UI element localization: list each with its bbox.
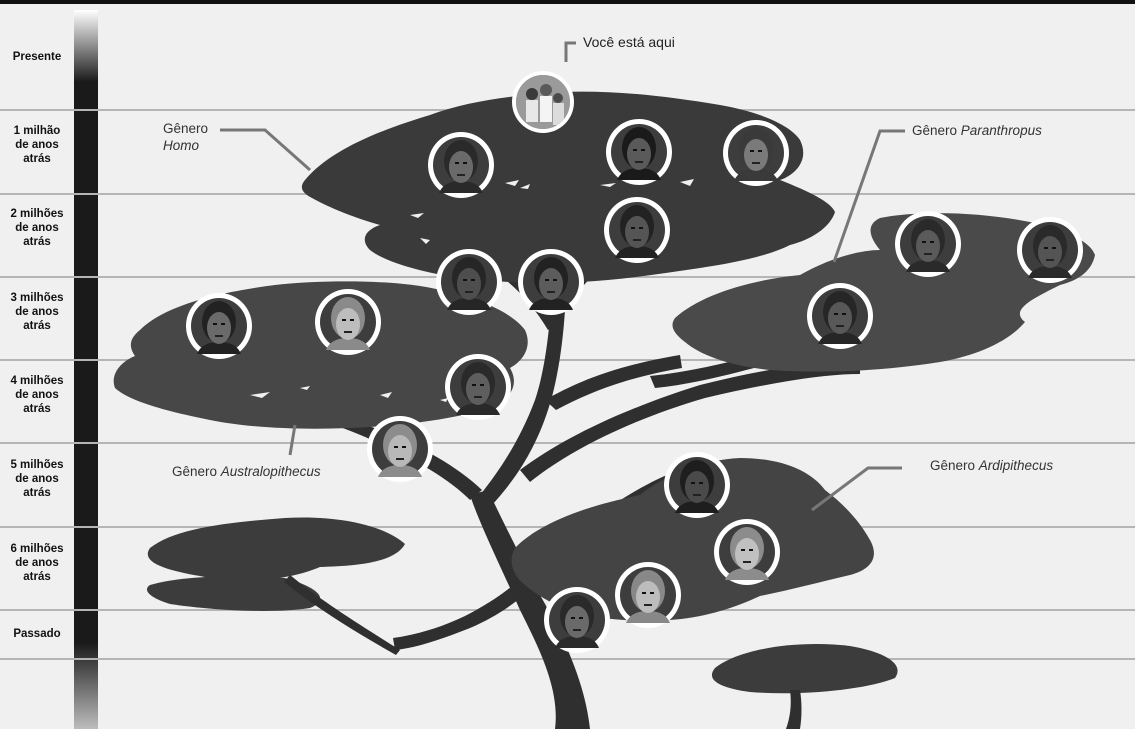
band-3m-line2: de anos: [15, 306, 59, 318]
band-1-million: 1 milhão de anos atrás: [0, 124, 74, 166]
band-2m-line1: 2 milhões: [10, 208, 64, 220]
band-5m-line3: atrás: [23, 487, 51, 499]
hominin-portrait-icon: [895, 211, 961, 277]
band-6m-line3: atrás: [23, 571, 51, 583]
band-2m-line2: de anos: [15, 222, 59, 234]
group-photo-icon: [512, 71, 574, 133]
band-6m-line1: 6 milhões: [10, 543, 64, 555]
background-acacia-right: [711, 644, 898, 729]
ardipithecus-name: Ardipithecus: [978, 458, 1054, 473]
band-3-million: 3 milhões de anos atrás: [0, 291, 74, 333]
you-are-here-label: Você está aqui: [583, 34, 675, 50]
hominin-portrait-icon: [186, 293, 252, 359]
hominin-portrait-icon: [807, 283, 873, 349]
ardipithecus-prefix: Gênero: [930, 458, 979, 473]
australopithecus-prefix: Gênero: [172, 464, 221, 479]
band-5m-line1: 5 milhões: [10, 459, 64, 471]
hominin-portraits: [186, 119, 1083, 653]
band-4m-line1: 4 milhões: [10, 375, 64, 387]
band-3m-line3: atrás: [23, 320, 51, 332]
ardipithecus-genus-label: Gênero Ardipithecus: [930, 457, 1053, 474]
hominin-portrait-icon: [606, 119, 672, 185]
background-acacia-left: [146, 517, 406, 655]
paranthropus-genus-label: Gênero Paranthropus: [912, 122, 1042, 139]
hominin-portrait-icon: [367, 416, 433, 482]
hominin-portrait-icon: [723, 120, 789, 186]
band-1m-line2: de anos: [15, 139, 59, 151]
band-present: Presente: [0, 50, 74, 64]
top-border: [0, 0, 1135, 4]
homo-prefix: Gênero: [163, 121, 209, 136]
portraits: [512, 71, 574, 133]
band-4-million: 4 milhões de anos atrás: [0, 374, 74, 416]
band-2-million: 2 milhões de anos atrás: [0, 207, 74, 249]
canopy-homo: [301, 91, 835, 284]
band-present-line: Presente: [12, 51, 62, 63]
hominin-portrait-icon: [445, 354, 511, 420]
hominin-portrait-icon: [518, 249, 584, 315]
band-past-line: Passado: [13, 628, 61, 640]
band-past: Passado: [0, 627, 74, 641]
band-1m-line1: 1 milhão: [13, 125, 61, 137]
homo-name: Homo: [163, 138, 200, 153]
band-2m-line3: atrás: [23, 236, 51, 248]
band-5-million: 5 milhões de anos atrás: [0, 458, 74, 500]
hominin-portrait-icon: [1017, 217, 1083, 283]
paranthropus-prefix: Gênero: [912, 123, 961, 138]
hominin-portrait-icon: [315, 289, 381, 355]
band-6-million: 6 milhões de anos atrás: [0, 542, 74, 584]
hominin-portrait-icon: [604, 197, 670, 263]
hominin-portrait-icon: [544, 587, 610, 653]
band-1m-line3: atrás: [23, 153, 51, 165]
australopithecus-genus-label: Gênero Australopithecus: [172, 463, 321, 480]
canopy-paranthropus: [672, 213, 1095, 372]
leader-lines: [220, 41, 905, 512]
homo-genus-label: Gênero Homo: [163, 120, 208, 154]
canopy-ardipithecus: [511, 458, 874, 621]
band-5m-line2: de anos: [15, 473, 59, 485]
band-3m-line1: 3 milhões: [10, 292, 64, 304]
australopithecus-name: Australopithecus: [220, 464, 321, 479]
hominin-portrait-icon: [664, 452, 730, 518]
band-4m-line3: atrás: [23, 403, 51, 415]
hominin-portrait-icon: [436, 249, 502, 315]
hominin-portrait-icon: [428, 132, 494, 198]
band-4m-line2: de anos: [15, 389, 59, 401]
band-6m-line2: de anos: [15, 557, 59, 569]
paranthropus-name: Paranthropus: [960, 123, 1042, 138]
hominin-portrait-icon: [615, 562, 681, 628]
hominin-portrait-icon: [714, 519, 780, 585]
